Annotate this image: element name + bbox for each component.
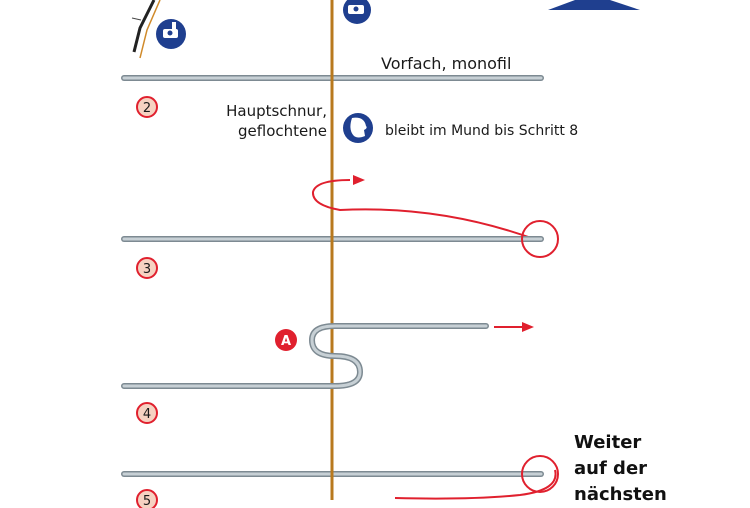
- red-arrow-step4: [494, 322, 534, 332]
- svg-text:4: 4: [143, 407, 151, 422]
- vorfach-label: Vorfach, monofil: [381, 54, 511, 73]
- circle-highlight-icon: [521, 220, 559, 258]
- hauptschnur-label-line1: Hauptschnur,: [226, 102, 327, 120]
- continue-line-3: nächsten: [574, 484, 667, 505]
- leader-line-step4: [121, 323, 489, 389]
- continue-line-2: auf der: [574, 458, 648, 479]
- leader-line-step3: [121, 235, 544, 243]
- svg-text:2: 2: [143, 101, 151, 116]
- step-badge-3: 3: [136, 257, 158, 279]
- mouth-head-icon: [343, 113, 373, 143]
- continue-next-page-text: Weiter auf der nächsten: [574, 430, 714, 508]
- step-badge-2: 2: [136, 96, 158, 118]
- reel-icon: [156, 19, 186, 49]
- arrow-right-icon: [353, 175, 365, 185]
- step-badge-4: 4: [136, 402, 158, 424]
- circle-highlight-icon: [521, 455, 559, 493]
- leader-line-step1: [121, 74, 544, 82]
- fishing-rod-icon: [131, 0, 161, 59]
- step-badge-5: 5: [136, 489, 158, 508]
- red-loop-arrow-step3: [312, 175, 535, 240]
- continue-line-1: Weiter: [574, 432, 642, 453]
- svg-text:A: A: [281, 334, 291, 349]
- svg-text:5: 5: [143, 494, 151, 508]
- leader-line-step5: [121, 462, 544, 484]
- red-loop-arrow-step5: [394, 469, 557, 500]
- arrow-right-icon: [522, 322, 534, 332]
- bleibt-label: bleibt im Mund bis Schritt 8: [385, 123, 578, 139]
- blue-triangle-icon: [548, 0, 640, 10]
- a-marker: A: [275, 329, 297, 351]
- svg-text:3: 3: [143, 262, 151, 277]
- reel-icon: [343, 0, 371, 24]
- hauptschnur-label-line2: geflochtene: [238, 122, 327, 140]
